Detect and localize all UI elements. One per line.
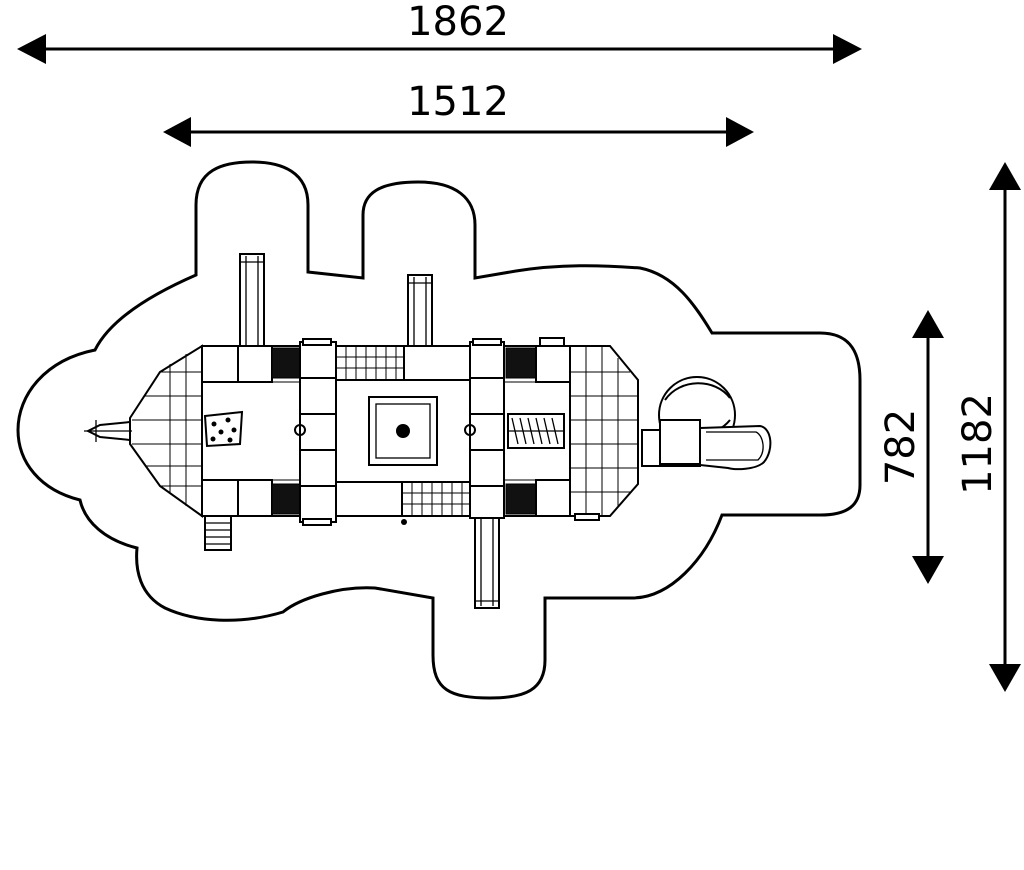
dimension-label-total-width: 1862 [407,0,509,45]
right-module [503,345,571,517]
dimension-total-height: 1182 [955,162,1021,692]
top-left-chute [239,253,265,347]
central-module [335,345,471,525]
bottom-center-chute [474,509,500,609]
center-pole-icon [396,424,410,438]
spiral-bars [507,413,565,449]
dimension-label-structure-width: 1512 [407,79,509,125]
ship-bow [84,344,203,518]
dimension-label-total-height: 1182 [955,393,1001,495]
dimension-total-width: 1862 [17,0,862,64]
middle-right-tower [469,341,505,519]
top-center-chute [407,274,433,348]
dimension-structure-width: 1512 [163,79,754,147]
safety-zone-outline [16,160,862,700]
tube-slide [641,376,772,471]
left-module [201,345,301,551]
play-structure [84,253,772,609]
dimension-structure-height: 782 [878,310,944,584]
posts [294,337,600,526]
dimension-label-structure-height: 782 [878,409,924,485]
stern-module [569,345,639,517]
